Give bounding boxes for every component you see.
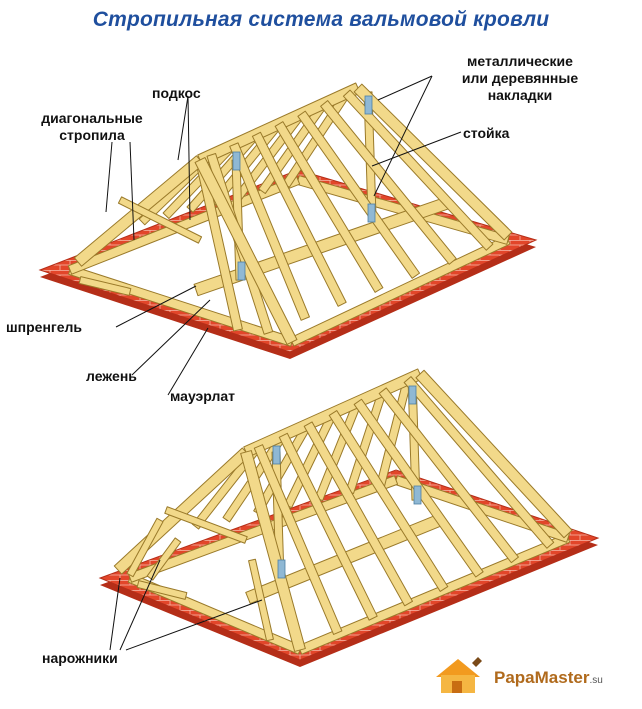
rafter-front bbox=[342, 89, 494, 251]
metal-plate bbox=[272, 445, 281, 465]
rafter-front bbox=[320, 100, 457, 265]
label-diagonal-line2: стропила bbox=[59, 127, 125, 143]
metal-plate bbox=[413, 485, 422, 505]
metal-plate bbox=[408, 385, 417, 405]
brick-wall-side bbox=[40, 170, 536, 359]
leader-line bbox=[373, 75, 433, 197]
upper-roof-drawing bbox=[38, 82, 538, 359]
leader-line bbox=[109, 577, 121, 651]
leader-line bbox=[131, 299, 211, 376]
hip-rafter bbox=[415, 369, 573, 539]
leader-line bbox=[187, 95, 191, 221]
rafter-front bbox=[303, 421, 413, 607]
leader-line bbox=[105, 141, 113, 213]
label-metal-plates: металлические или деревянные накладки bbox=[430, 53, 610, 104]
rafter-front bbox=[297, 110, 421, 279]
hip-rafter bbox=[194, 157, 298, 345]
jack-rafter bbox=[126, 517, 164, 578]
hip-rafter bbox=[240, 450, 306, 652]
metal-plate bbox=[232, 151, 241, 171]
label-diagonal-rafters: диагональные стропила bbox=[16, 110, 168, 144]
rafter-front bbox=[251, 131, 347, 307]
lower-roof-drawing bbox=[98, 368, 600, 667]
metal-plate bbox=[277, 559, 286, 579]
rafter-front bbox=[378, 387, 519, 564]
rafter-front bbox=[253, 444, 343, 635]
rafter-front bbox=[328, 410, 449, 592]
leader-line bbox=[129, 141, 135, 241]
logo-text: PapaMaster.su bbox=[494, 668, 603, 688]
shprengel-beam bbox=[136, 580, 188, 600]
metal-plate bbox=[237, 261, 246, 281]
strut bbox=[164, 506, 248, 544]
label-metal-line1: металлические bbox=[467, 53, 573, 69]
metal-plate bbox=[364, 95, 373, 115]
label-metal-line2: или деревянные bbox=[461, 70, 579, 86]
label-diagonal-line1: диагональные bbox=[41, 110, 143, 126]
rafter-front bbox=[403, 376, 555, 549]
page-title: Стропильная система вальмовой кровли bbox=[92, 8, 550, 31]
leader-line bbox=[377, 75, 433, 101]
label-lezhen: лежень bbox=[86, 368, 137, 384]
label-mauerlat: мауэрлат bbox=[170, 388, 236, 404]
strut bbox=[117, 196, 203, 244]
leader-line bbox=[125, 599, 263, 651]
leader-line bbox=[371, 131, 462, 167]
leader-line bbox=[119, 559, 161, 651]
metal-plate bbox=[367, 203, 376, 223]
rafter-front bbox=[278, 432, 378, 621]
hip-rafter bbox=[353, 83, 513, 241]
label-narozhniki: нарожники bbox=[42, 650, 118, 666]
shprengel-beam bbox=[78, 276, 132, 296]
logo-brand: PapaMaster bbox=[494, 668, 590, 687]
logo-suffix: .su bbox=[589, 675, 603, 686]
label-podkos: подкос bbox=[152, 85, 201, 101]
rafter-front bbox=[229, 142, 310, 321]
label-metal-line3: накладки bbox=[487, 87, 553, 103]
rafter-front bbox=[274, 121, 384, 293]
label-stoyka: стойка bbox=[463, 125, 510, 141]
house-icon bbox=[436, 657, 482, 693]
leader-lines bbox=[105, 75, 462, 651]
label-shprengel: шпренгель bbox=[6, 319, 83, 335]
papamaster-logo bbox=[436, 657, 482, 693]
leader-line bbox=[177, 95, 189, 161]
leader-line bbox=[115, 285, 197, 328]
leader-line bbox=[167, 327, 209, 396]
